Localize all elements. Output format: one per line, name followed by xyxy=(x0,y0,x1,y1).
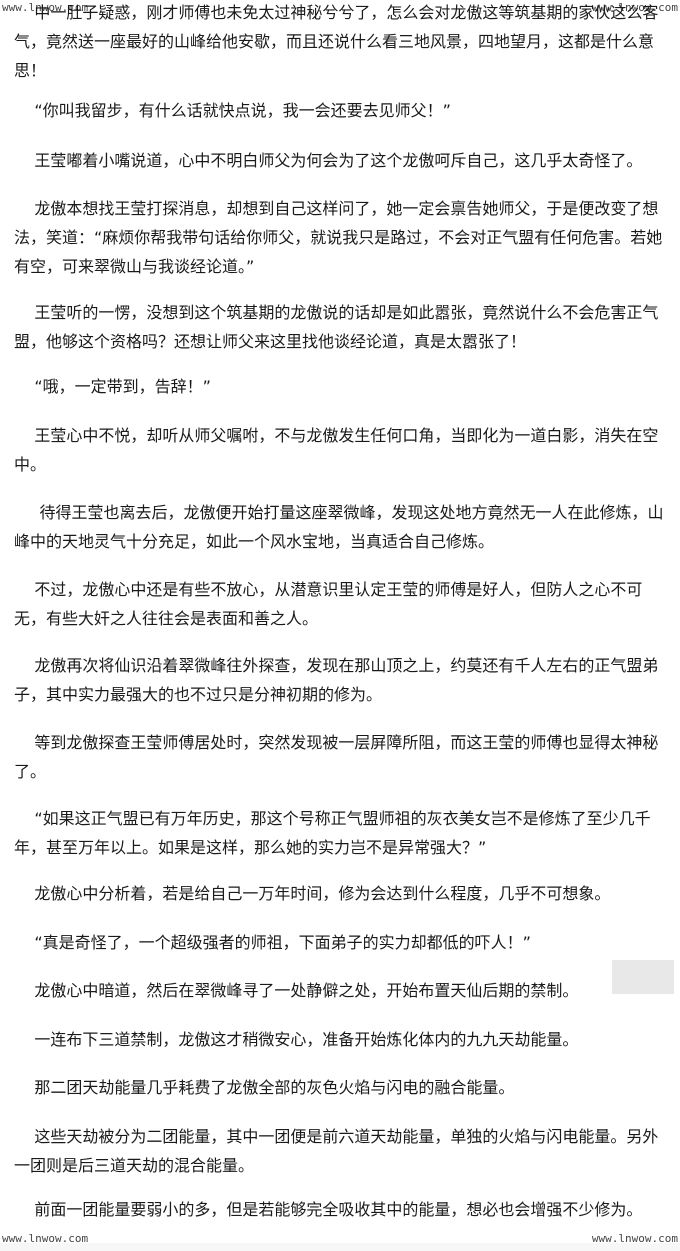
watermark-top-right: www.lnwow.com xyxy=(591,1,678,14)
watermark-bottom-left: www.lnwow.com xyxy=(2,1232,89,1245)
paragraph: 王莹心中不悦，却听从师父嘱咐，不与龙傲发生任何口角，当即化为一道白影，消失在空中… xyxy=(14,426,659,474)
paragraph: “如果这正气盟已有万年历史，那这个号称正气盟师祖的灰衣美女岂不是修炼了至少几千年… xyxy=(14,809,651,857)
paragraph: 龙傲再次将仙识沿着翠微峰往外探查，发现在那山顶之上，约莫还有千人左右的正气盟弟子… xyxy=(14,656,659,704)
cut-off-line xyxy=(0,1243,680,1251)
paragraph: “真是奇怪了，一个超级强者的师祖，下面弟子的实力却都低的吓人！” xyxy=(14,933,531,952)
paragraph: 待得王莹也离去后，龙傲便开始打量这座翠微峰，发现这处地方竟然无一人在此修炼，山峰… xyxy=(14,503,664,551)
paragraph: “哦，一定带到，告辞！” xyxy=(14,377,211,396)
paragraph: “你叫我留步，有什么话就快点说，我一会还要去见师父！” xyxy=(14,101,451,120)
scan-noise xyxy=(612,960,674,994)
watermark-bottom-right: www.lnwow.com xyxy=(591,1232,678,1245)
paragraph: 龙傲心中暗道，然后在翠微峰寻了一处静僻之处，开始布置天仙后期的禁制。 xyxy=(14,981,579,1000)
paragraph: 这些天劫被分为二团能量，其中一团便是前六道天劫能量，单独的火焰与闪电能量。另外一… xyxy=(14,1127,659,1175)
watermark-top-left: www.lnwow.com xyxy=(2,1,89,14)
paragraph: 龙傲心中分析着，若是给自己一万年时间，修为会达到什么程度，几乎不可想象。 xyxy=(14,884,611,903)
paragraph: 一连布下三道禁制，龙傲这才稍微安心，准备开始炼化体内的九九天劫能量。 xyxy=(14,1030,579,1049)
paragraph: 龙傲本想找王莹打探消息，却想到自己这样问了，她一定会禀告她师父，于是便改变了想法… xyxy=(14,199,663,276)
paragraph: 不过，龙傲心中还是有些不放心，从潜意识里认定王莹的师傅是好人，但防人之心不可无，… xyxy=(14,580,643,628)
paragraph: 王莹嘟着小嘴说道，心中不明白师父为何会为了这个龙傲呵斥自己，这几乎太奇怪了。 xyxy=(14,151,643,170)
paragraph: 等到龙傲探查王莹师傅居处时，突然发现被一层屏障所阻，而这王莹的师傅也显得太神秘了… xyxy=(14,733,659,781)
paragraph: 中一肚子疑惑，刚才师傅也未免太过神秘兮兮了，怎么会对龙傲这等筑基期的家伙这么客气… xyxy=(14,3,659,80)
paragraph: 那二团天劫能量几乎耗费了龙傲全部的灰色火焰与闪电的融合能量。 xyxy=(14,1078,515,1097)
paragraph: 王莹听的一愣，没想到这个筑基期的龙傲说的话却是如此嚣张，竟然说什么不会危害正气盟… xyxy=(14,303,659,351)
paragraph: 前面一团能量要弱小的多，但是若能够完全吸收其中的能量，想必也会增强不少修为。 xyxy=(14,1200,643,1219)
